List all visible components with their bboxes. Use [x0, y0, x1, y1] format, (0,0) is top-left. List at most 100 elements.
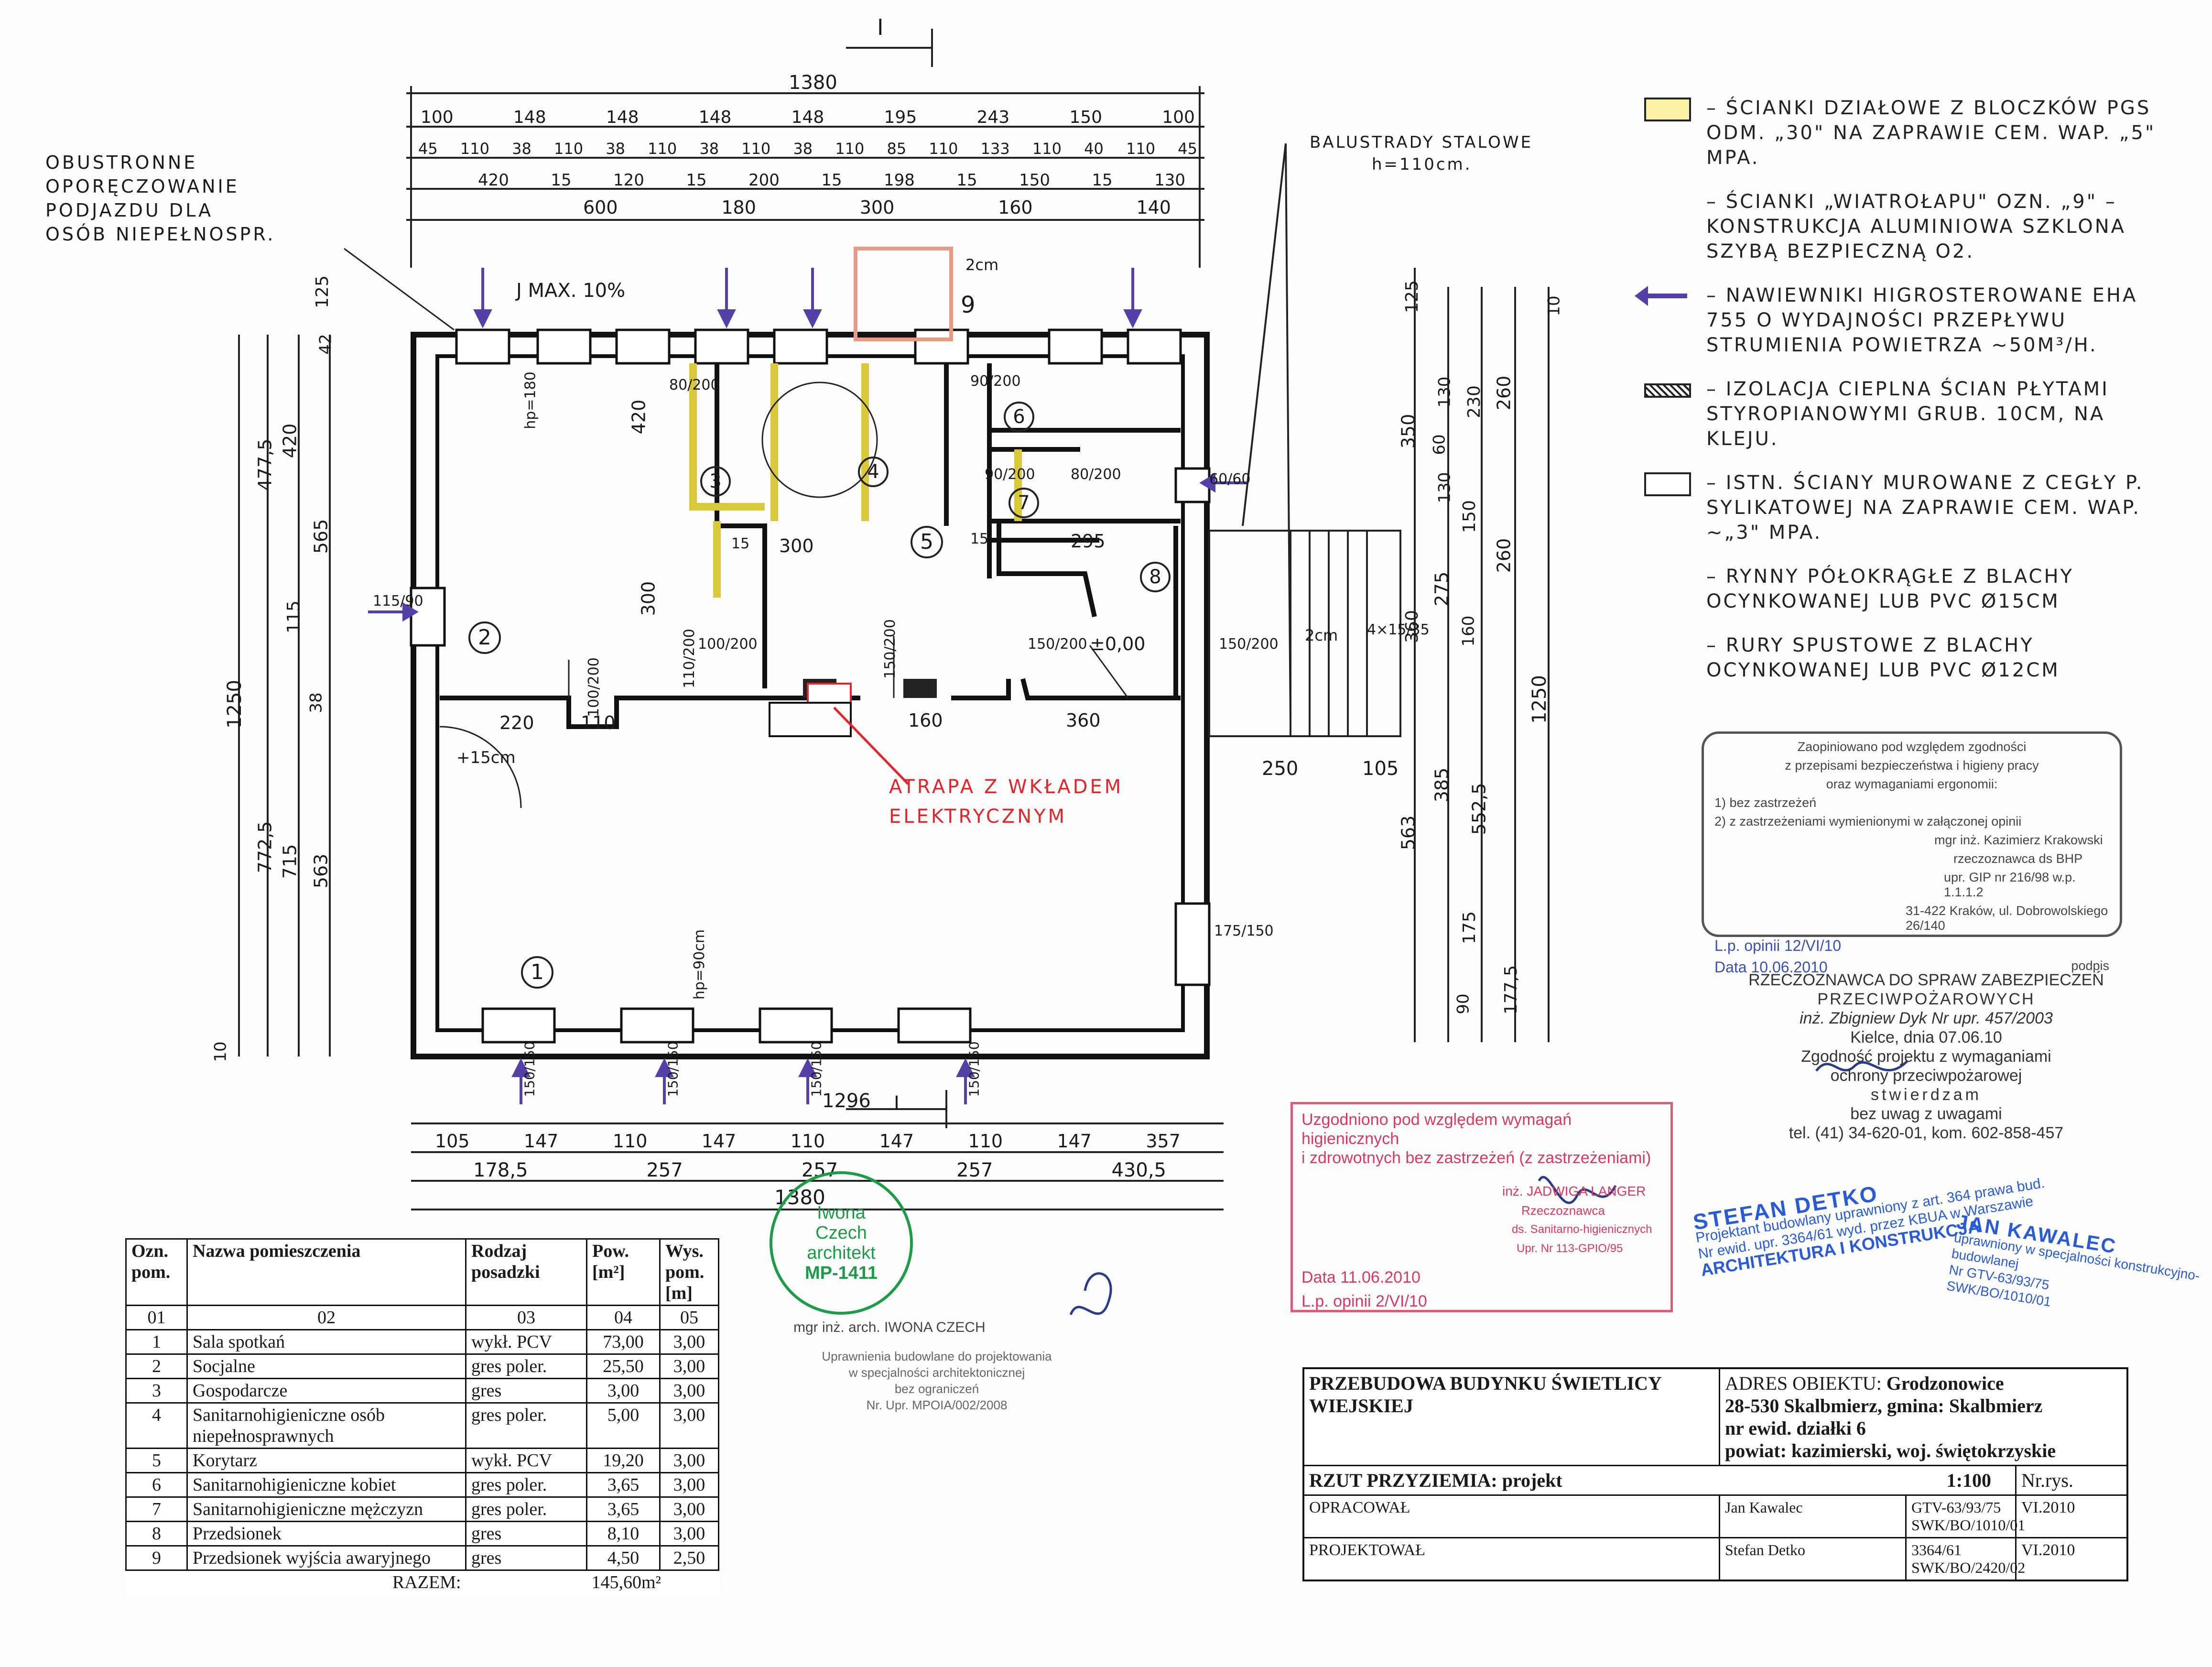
dim-inner: 300: [779, 535, 814, 556]
stamp-line: L.p. opinii 2/VI/10: [1301, 1292, 1427, 1310]
cell: Sanitarnohigieniczne mężczyzn: [186, 1496, 466, 1522]
stair-note: 2cm: [1305, 626, 1338, 644]
cell: Sanitarnohigieniczne osób niepełnosprawn…: [186, 1402, 466, 1449]
title-block: PRZEBUDOWA BUDYNKU ŚWIETLICY WIEJSKIEJ A…: [1302, 1367, 2128, 1581]
room-number-4: 4: [858, 457, 889, 487]
col-number: 03: [465, 1305, 587, 1330]
dim-label: 105: [435, 1131, 470, 1152]
stamp-line: Nr. Upr. MPOIA/002/2008: [866, 1398, 1008, 1412]
dim-label: 38: [699, 140, 719, 158]
dim-label: 130: [1154, 171, 1185, 190]
room-number-6: 6: [1004, 402, 1034, 432]
stamp-line: Uprawnienia budowlane do projektowania: [822, 1349, 1052, 1363]
legend-text: – ISTN. ŚCIANY MUROWANE Z CEGŁY P. SYLIK…: [1706, 472, 2144, 544]
role-label: PROJEKTOWAŁ: [1304, 1538, 1720, 1580]
cell: 3,00: [659, 1496, 719, 1522]
dim-label: 243: [976, 108, 1010, 127]
date-cell: VI.2010: [2021, 1499, 2075, 1516]
dim-right-label: 350: [1398, 414, 1419, 449]
dim-label: 430,5: [1111, 1159, 1166, 1181]
dim-right-label: 130: [1435, 472, 1454, 503]
cell: Sanitarnohigieniczne kobiet: [186, 1472, 466, 1498]
dim-label: 147: [1057, 1131, 1092, 1152]
cell: Przedsionek: [186, 1521, 466, 1547]
dim-label: 357: [1146, 1131, 1181, 1152]
dim-top-row4: 600 180 300 160 140: [583, 197, 1171, 218]
table-total-row: RAZEM: 145,60m²: [126, 1570, 719, 1594]
dim-label: 150: [1069, 108, 1103, 127]
dim-label: 15: [551, 171, 572, 190]
door-label: 90/200: [985, 466, 1035, 483]
cell: wykł. PCV: [465, 1329, 587, 1355]
door-label: 90/200: [970, 373, 1021, 390]
dim-label: 15: [956, 171, 977, 190]
dim-right-label: 552,5: [1468, 783, 1490, 835]
room-schedule-table: Ozn. pom. Nazwa pomieszczenia Rodzaj pos…: [125, 1238, 719, 1594]
dim-label: 85: [887, 140, 907, 158]
window-label: 150/150: [808, 1041, 824, 1097]
dim-left-label: 715: [279, 844, 301, 879]
col-number: 01: [125, 1305, 188, 1330]
architect-license-note: Uprawnienia budowlane do projektowania w…: [813, 1348, 1061, 1413]
dim-label: 147: [879, 1131, 914, 1152]
dim-label: 110: [968, 1131, 1003, 1152]
cell: Sala spotkań: [186, 1329, 466, 1355]
col-number: 04: [586, 1305, 661, 1330]
stamp-line: bez ograniczeń: [894, 1382, 979, 1396]
address-line: nr ewid. działki 6: [1725, 1417, 1866, 1439]
legend-item: – RYNNY PÓŁOKRĄGŁE Z BLACHY OCYNKOWANEJ …: [1625, 564, 2175, 614]
dim-inner: 420: [628, 399, 650, 435]
stamp-line: Zaopiniowano pod względem zgodności: [1797, 740, 2027, 754]
dim-label: 15: [686, 171, 707, 190]
bhp-approval-stamp: Zaopiniowano pod względem zgodności z pr…: [1702, 731, 2122, 976]
stamp-line: tel. (41) 34-620-01, kom. 602-858-457: [1789, 1124, 2064, 1142]
col-number: 05: [659, 1305, 719, 1330]
stamp-line: MP-1411: [804, 1263, 878, 1283]
ramp-handrail-note: OBUSTRONNE OPORĘCZOWANIE PODJAZDU DLA OS…: [45, 151, 276, 246]
legend-item: – RURY SPUSTOWE Z BLACHY OCYNKOWANEJ LUB…: [1625, 633, 2175, 683]
dim-inner: 300: [638, 581, 659, 616]
permit-line: SWK/BO/1010/01: [1911, 1516, 2026, 1534]
legend-text: – IZOLACJA CIEPLNA ŚCIAN PŁYTAMI STYROPI…: [1706, 378, 2109, 450]
dim-label: 300: [859, 197, 895, 218]
stamp-line: z przepisami bezpieczeństwa i higieny pr…: [1785, 758, 2039, 773]
dim-label: 148: [606, 108, 639, 127]
permit-line: 3364/61: [1911, 1541, 1962, 1558]
room-number-1: 1: [521, 956, 553, 989]
stamp-line: stwierdzam: [1871, 1086, 1982, 1104]
dim-label: 147: [523, 1131, 559, 1152]
floor-level-label: ±0,00: [1090, 633, 1146, 654]
cell: gres poler.: [465, 1353, 587, 1379]
dim-inner: 160: [908, 710, 943, 731]
dim-label: 110: [612, 1131, 648, 1152]
dim-right-label: 230: [1464, 385, 1484, 418]
cell: 3,00: [659, 1402, 719, 1449]
balustrade-note: BALUSTRADY STALOWE h=110cm.: [1310, 131, 1533, 175]
air-inlet-arrow-icon: [1635, 286, 1687, 306]
note-line: OPORĘCZOWANIE: [45, 176, 239, 197]
legend-item: – ŚCIANKI „WIATROŁAPU" OZN. „9" – KONSTR…: [1625, 189, 2175, 264]
cell-empty: [126, 1570, 187, 1594]
dim-label: 257: [646, 1159, 683, 1181]
dim-label: 140: [1136, 197, 1171, 218]
dim-label: 110: [1032, 140, 1062, 158]
dim-right-label: 150: [1459, 500, 1479, 533]
floor-level-label: +15cm: [456, 748, 516, 767]
cell: gres poler.: [465, 1402, 587, 1449]
address-cell: ADRES OBIEKTU: Grodzonowice 28-530 Skalb…: [1720, 1369, 2126, 1465]
total-value: 145,60m²: [591, 1572, 661, 1592]
stamp-line: Kielce, dnia 07.06.10: [1850, 1028, 2002, 1046]
dim-inner: 295: [1071, 531, 1106, 552]
dim-label: 133: [980, 140, 1010, 158]
cell: 3,00: [659, 1353, 719, 1379]
drawing-title: RZUT PRZYZIEMIA: projekt: [1309, 1470, 1562, 1491]
dim-right-label: 563: [1398, 815, 1419, 850]
cell: wykł. PCV: [465, 1448, 587, 1473]
stamp-line: inż. Zbigniew Dyk Nr upr. 457/2003: [1800, 1009, 2053, 1027]
